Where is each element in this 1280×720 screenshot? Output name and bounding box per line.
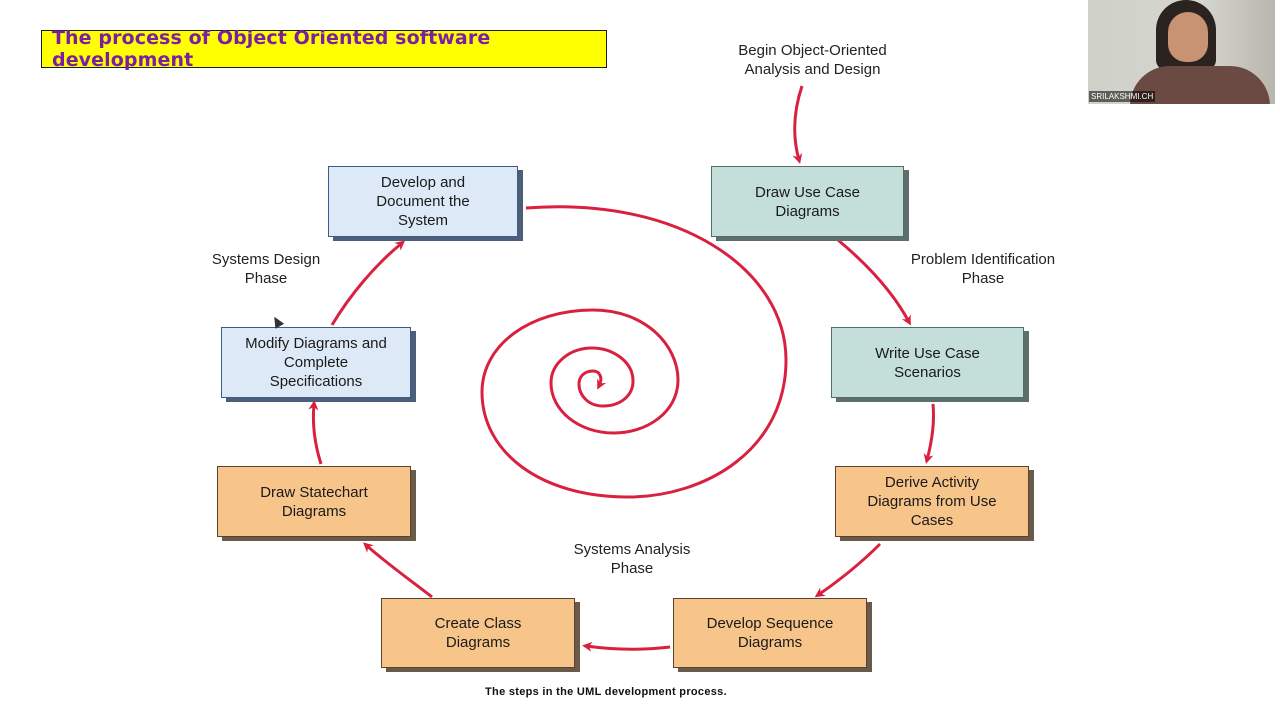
arrow-draw-use-case-to-write-scenarios xyxy=(837,238,911,326)
start-label: Begin Object-Oriented Analysis and Desig… xyxy=(738,42,887,78)
participant-face xyxy=(1168,12,1208,62)
arrow-class-to-statechart xyxy=(363,542,433,599)
arrow-modify-to-develop-document xyxy=(330,240,406,326)
phase-systems-analysis: Systems Analysis Phase xyxy=(573,541,691,577)
phase-systems-design: Systems Design Phase xyxy=(211,251,321,287)
arrow-sequence-to-class xyxy=(582,641,671,652)
step-draw-use-case-diagrams: Draw Use Case Diagrams xyxy=(711,166,904,237)
step-modify-diagrams: Modify Diagrams and Complete Specificati… xyxy=(221,327,411,398)
slide-title: The process of Object Oriented software … xyxy=(52,27,491,71)
step-develop-sequence-diagrams: Develop Sequence Diagrams xyxy=(673,598,867,668)
step-develop-document-system: Develop and Document the System xyxy=(328,166,518,237)
figure-caption: The steps in the UML development process… xyxy=(485,686,727,698)
step-draw-statechart-diagrams: Draw Statechart Diagrams xyxy=(217,466,411,537)
participant-name: SRILAKSHMI.CH xyxy=(1089,91,1156,102)
participant-video-tile[interactable]: SRILAKSHMI.CH xyxy=(1088,0,1275,104)
arrow-statechart-to-modify xyxy=(308,400,323,465)
phase-problem-identification: Problem Identification Phase xyxy=(910,251,1056,287)
arrow-write-scenarios-to-derive-activity xyxy=(923,403,935,464)
step-create-class-diagrams: Create Class Diagrams xyxy=(381,598,575,668)
slide-title-banner: The process of Object Oriented software … xyxy=(41,27,607,71)
arrow-start-to-draw-use-case xyxy=(792,85,804,164)
spiral-center xyxy=(480,205,788,499)
step-write-use-case-scenarios: Write Use Case Scenarios xyxy=(831,327,1024,398)
arrow-derive-activity-to-sequence xyxy=(814,542,882,598)
step-derive-activity-diagrams: Derive Activity Diagrams from Use Cases xyxy=(835,466,1029,537)
